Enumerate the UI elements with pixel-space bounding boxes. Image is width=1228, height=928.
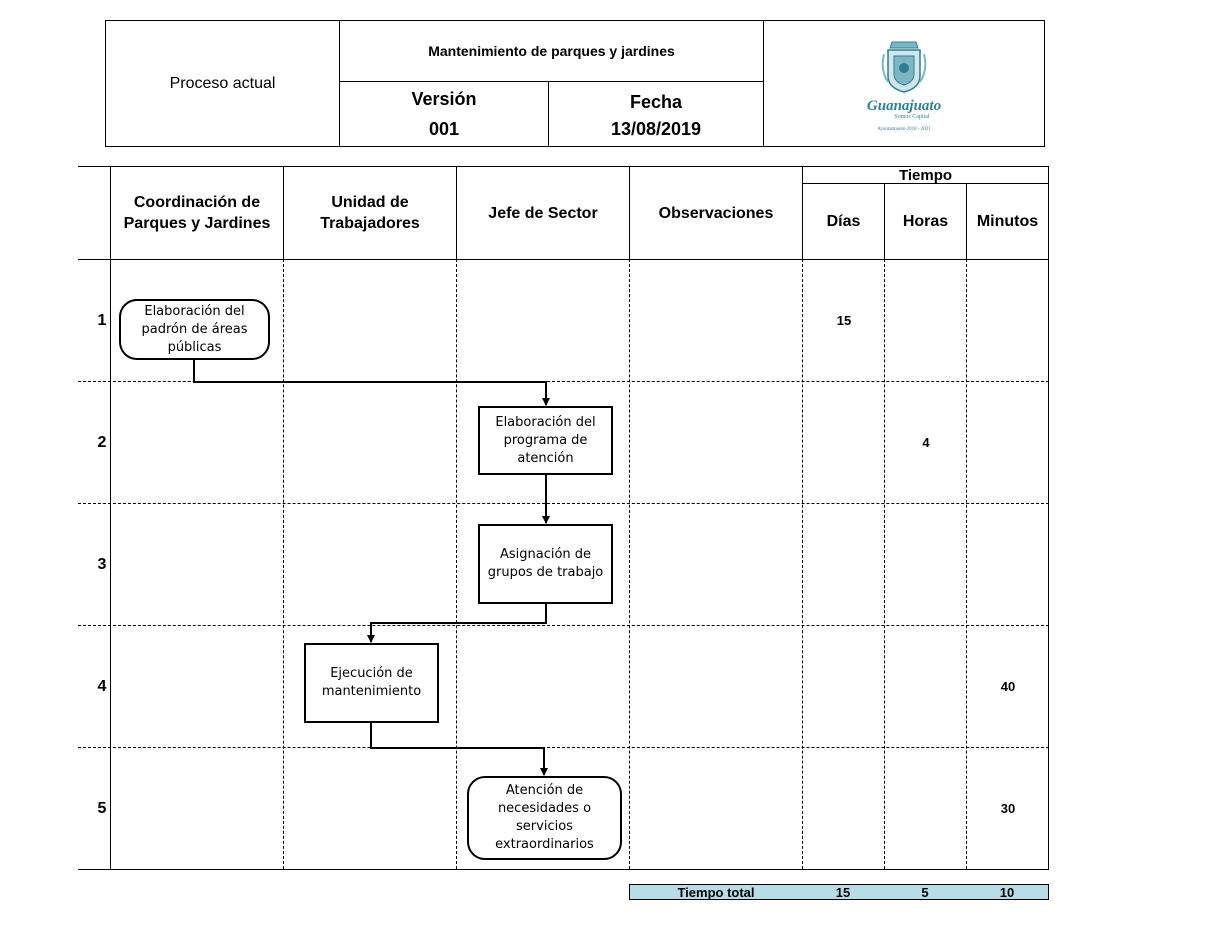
column-divider [110,259,111,869]
column-divider [884,183,885,259]
lane-header-observaciones: Observaciones [658,204,774,222]
column-divider [456,166,457,259]
column-divider [456,259,457,869]
process-status-label: Proceso actual [106,21,340,146]
column-divider [802,166,803,259]
connector-arrow [367,603,547,643]
time-group-divider [802,183,1049,184]
column-divider [629,166,630,259]
time-header-dias: Días [826,213,861,230]
column-divider [283,259,284,869]
document-title: Mantenimiento de parques y jardines [340,21,764,82]
flow-step-process: Asignación de grupos de trabajo [478,524,613,604]
municipal-logo: Guanajuato Somos Capital Ayuntamiento 20… [764,21,1044,146]
version-label: Versión [411,89,477,109]
total-minutos: 10 [966,884,1049,900]
total-dias: 15 [802,884,885,900]
column-divider [283,166,284,259]
version-cell: Versión 001 [340,82,549,146]
logo-footer: Ayuntamiento 2018 - 2021 [877,127,931,132]
lane-header-unidad: Unidad de Trabajadores [320,194,420,232]
lane-header-coordinacion: Coordinación de Parques y Jardines [123,194,271,232]
flow-step-end: Atención de necesidades o servicios extr… [467,776,622,860]
document-header: Proceso actual Mantenimiento de parques … [105,20,1045,147]
column-divider [802,259,803,869]
date-value: 13/08/2019 [610,118,702,139]
flow-step-process: Ejecución de mantenimiento [304,643,439,723]
time-header-horas: Horas [902,213,949,230]
logo-wordmark: Guanajuato [867,98,941,114]
connector-arrow [370,722,548,776]
row-number: 3 [97,556,107,573]
total-horas: 5 [884,884,967,900]
connector-arrow [193,360,550,406]
row-divider [78,747,1049,748]
column-divider [966,183,967,259]
column-divider [629,259,630,869]
date-cell: Fecha 13/08/2019 [549,82,764,146]
table-bottom-border [78,869,1049,870]
time-value-minutos: 40 [1000,679,1016,694]
row-divider [78,381,1049,382]
date-label: Fecha [629,91,683,112]
time-value-minutos: 30 [1000,801,1016,816]
row-number: 2 [97,434,107,451]
header-bottom-border [78,259,1049,260]
table-top-border [78,166,1049,167]
time-group-header: Tiempo [898,166,953,184]
row-number: 1 [97,312,107,329]
column-divider [966,259,967,869]
flow-step-process: Elaboración del programa de atención [478,406,613,475]
lane-header-jefe: Jefe de Sector [488,204,598,222]
row-number: 5 [97,800,107,817]
table-right-border [1048,166,1049,869]
column-divider [110,166,111,259]
row-divider [78,503,1049,504]
flow-step-start: Elaboración del padrón de áreas públicas [119,299,270,360]
row-divider [78,625,1049,626]
time-value-dias: 15 [836,313,852,328]
total-time-label: Tiempo total [629,884,803,900]
logo-tagline: Somos Capital [894,114,930,120]
version-value: 001 [428,119,460,139]
row-number: 4 [97,678,107,695]
coat-of-arms-icon: Guanajuato Somos Capital Ayuntamiento 20… [867,41,941,132]
column-divider [884,259,885,869]
time-header-minutos: Minutos [976,213,1039,230]
time-value-horas: 4 [922,435,930,450]
